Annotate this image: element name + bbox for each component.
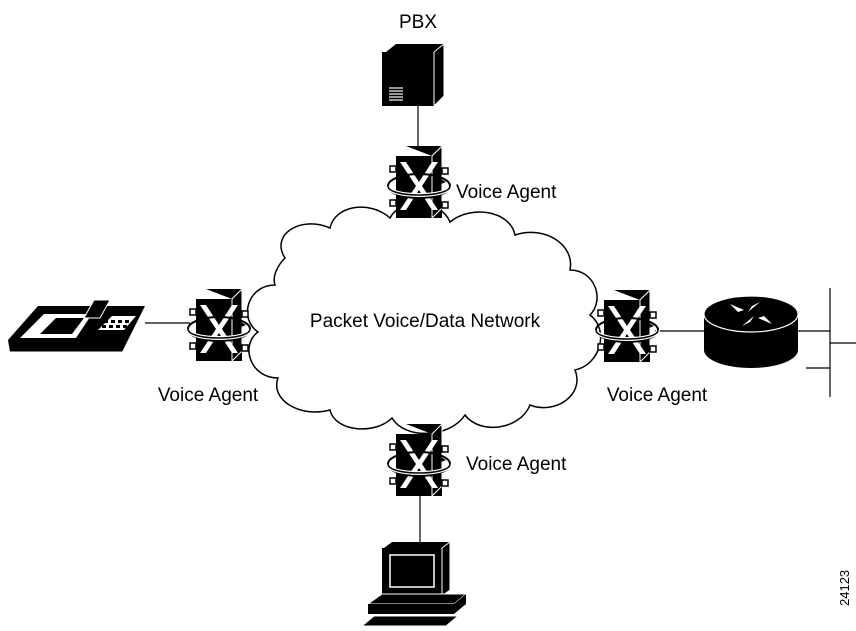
voice-agent-bottom-icon [386, 422, 452, 498]
voice-agent-right-icon [594, 288, 660, 364]
workstation-icon [360, 541, 468, 627]
voice-agent-left-icon [186, 287, 252, 363]
voice-agent-top-label: Voice Agent [456, 182, 557, 203]
voice-agent-bottom-label: Voice Agent [466, 454, 567, 475]
voice-agent-right-label: Voice Agent [607, 385, 708, 406]
telephone-icon [8, 299, 145, 353]
router-icon [703, 295, 799, 368]
voice-agent-left-label: Voice Agent [158, 385, 259, 406]
pbx-icon [382, 42, 445, 108]
pbx-label: PBX [399, 12, 437, 33]
figure-id: 24123 [837, 570, 852, 606]
network-label: Packet Voice/Data Network [310, 311, 541, 332]
voice-agent-top-icon [386, 144, 452, 220]
